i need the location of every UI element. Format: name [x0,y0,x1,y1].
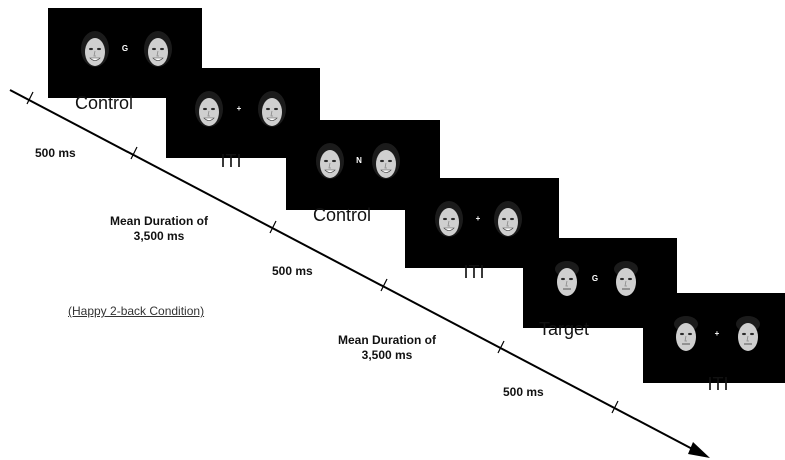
timing-line: 3,500 ms [133,229,185,243]
right-face-image [614,261,638,296]
timing-label: Mean Duration of 3,500 ms [97,214,221,244]
frame-label-target: Target [538,319,590,339]
frame-label-iti: ITI [707,374,729,394]
left-face-image [555,261,579,296]
right-face-image [144,31,172,67]
timeline-arrowhead [688,442,710,458]
left-face-image [81,31,109,67]
timing-line: Mean Duration of [110,214,208,228]
timing-line: 3,500 ms [361,348,413,362]
timeline-arrow-line [9,89,701,454]
timing-label: 500 ms [503,385,544,400]
left-face-image [674,316,698,351]
left-face-image [195,91,223,127]
timing-line: 500 ms [503,385,544,399]
left-face-image [435,201,463,237]
center-symbol: G [591,274,599,283]
timeline-tick [269,220,277,234]
timing-line: 500 ms [35,146,76,160]
right-face-image [736,316,760,351]
timeline-tick [497,340,505,354]
frame-label-iti: ITI [220,151,242,171]
timeline-tick [26,91,34,105]
center-symbol: + [714,329,720,338]
stimulus-screen-6: + [643,293,785,383]
right-face-image [258,91,286,127]
right-face-image [494,201,522,237]
left-face-image [316,143,344,179]
timing-label: Mean Duration of 3,500 ms [320,333,454,363]
center-symbol: + [475,214,481,223]
timeline-tick [130,146,138,160]
timing-label: 500 ms [272,264,313,279]
timeline-ticks [26,91,619,414]
timing-line: Mean Duration of [338,333,436,347]
condition-label: (Happy 2-back Condition) [68,304,205,318]
timeline-tick [611,400,619,414]
timeline-tick [380,278,388,292]
frame-label-iti: ITI [463,262,485,282]
frame-label-control: Control [312,205,372,225]
center-symbol: N [356,156,362,165]
stimulus-screen-2: + [166,68,320,158]
center-symbol: G [121,44,129,53]
right-face-image [372,143,400,179]
timing-label: 500 ms [35,146,76,161]
timing-line: 500 ms [272,264,313,278]
frame-label-control: Control [74,93,134,113]
center-symbol: + [236,104,242,113]
